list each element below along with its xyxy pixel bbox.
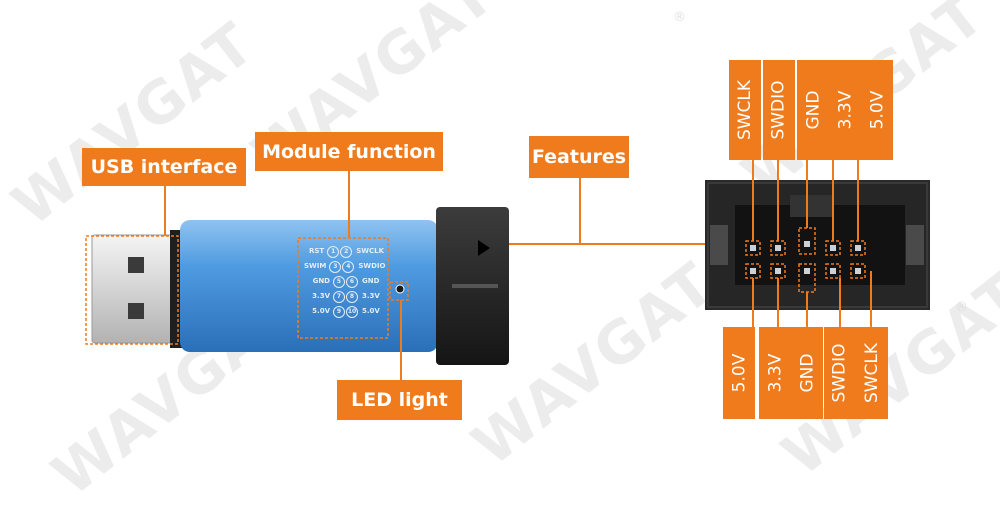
registered-mark: ® [955, 300, 968, 315]
pin-number: 9 [333, 305, 345, 318]
pin-right-label: 3.3V [362, 292, 380, 300]
connector-top-label: SWDIO [763, 60, 795, 160]
module-function-callout: Module function [255, 132, 443, 171]
pin-number: 3 [329, 260, 342, 273]
pin-left-label: 3.3V [312, 292, 330, 300]
features-callout: Features [529, 136, 629, 178]
connector-bottom-label: 5.0V [723, 327, 755, 419]
pin-right-label: SWCLK [356, 247, 384, 255]
connector-top-label: 3.3V [829, 60, 861, 160]
usb-hole [128, 303, 144, 319]
usb-hole [128, 257, 144, 273]
device-body [180, 220, 438, 352]
connector-bottom-label: SWDIO [824, 327, 856, 419]
connector-top-label: GND [797, 60, 829, 160]
connector-bottom-label: SWCLK [856, 327, 888, 419]
pin-number: 10 [346, 305, 358, 318]
pin-number: 2 [340, 245, 353, 258]
pin-left-label: GND [312, 277, 330, 285]
usb-interface-callout: USB interface [82, 148, 246, 186]
pin-right-label: 5.0V [362, 307, 380, 315]
connector-top-label: SWCLK [729, 60, 761, 160]
registered-mark: ® [673, 10, 686, 25]
pin-left-label: 5.0V [312, 307, 330, 315]
led-dot [395, 284, 405, 294]
connector-bottom-label: GND [791, 327, 823, 419]
connector-top-label: 5.0V [861, 60, 893, 160]
pin-number: 6 [346, 275, 358, 288]
usb-plug [91, 234, 179, 344]
pin-right-label: GND [362, 277, 380, 285]
pin-left-label: RST [308, 247, 325, 255]
pin-right-label: SWDIO [358, 262, 386, 270]
pin-number: 4 [342, 260, 355, 273]
device-illustration [85, 160, 930, 380]
led-light-callout: LED light [337, 380, 462, 420]
pin-number: 8 [346, 290, 358, 303]
pin-left-label: SWIM [304, 262, 327, 270]
pin-number: 7 [333, 290, 345, 303]
pin-number: 5 [333, 275, 345, 288]
connector-bottom-label: 3.3V [759, 327, 791, 419]
pin-number: 1 [327, 245, 340, 258]
